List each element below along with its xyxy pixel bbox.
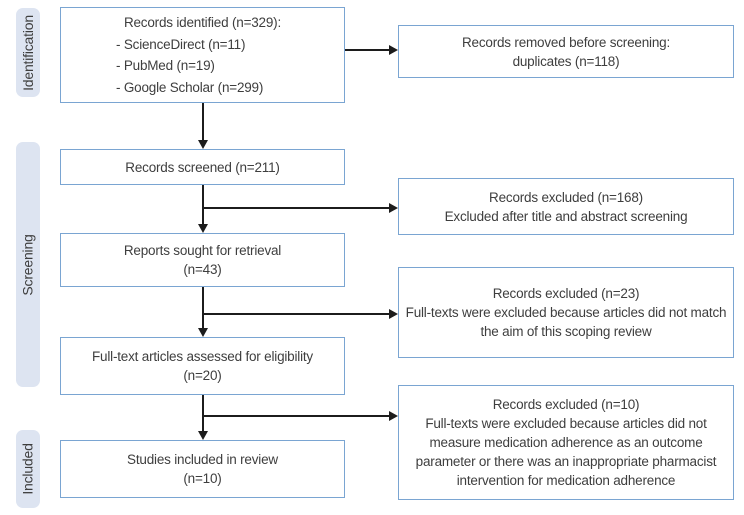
node-records-excluded-aim-count: Records excluded (n=23) bbox=[492, 286, 640, 301]
node-studies-included-text: Studies included in review bbox=[127, 452, 278, 467]
node-records-identified: Records identified (n=329): - ScienceDir… bbox=[60, 7, 345, 103]
node-records-excluded-screening-count: Records excluded (n=168) bbox=[489, 189, 643, 205]
stage-band-included: Included bbox=[16, 430, 40, 508]
node-records-excluded-aim-detail: Full-texts were excluded because article… bbox=[405, 305, 727, 339]
node-fulltext-assessed: Full-text articles assessed for eligibil… bbox=[60, 337, 345, 395]
node-records-removed-text: Records removed before screening: bbox=[461, 34, 670, 50]
node-records-removed: Records removed before screening: duplic… bbox=[398, 25, 734, 78]
arrowhead-into-excluded-screening bbox=[389, 203, 398, 213]
connector-screened-to-sought bbox=[202, 185, 204, 224]
node-records-excluded-outcome: Records excluded (n=10) Full-texts were … bbox=[398, 385, 734, 500]
node-studies-included-count: (n=10) bbox=[183, 471, 222, 486]
node-records-identified-title: Records identified (n=329): bbox=[123, 15, 282, 30]
connector-assessed-to-included bbox=[202, 395, 204, 431]
node-fulltext-assessed-text: Full-text articles assessed for eligibil… bbox=[92, 349, 313, 364]
arrowhead-into-removed bbox=[389, 45, 398, 55]
node-studies-included: Studies included in review (n=10) bbox=[60, 440, 345, 498]
arrowhead-into-excluded-outcome bbox=[389, 411, 398, 421]
connector-branch-to-excluded-outcome bbox=[202, 415, 389, 417]
connector-sought-to-assessed bbox=[202, 287, 204, 328]
arrowhead-into-sought bbox=[198, 224, 208, 233]
node-records-excluded-screening: Records excluded (n=168) Excluded after … bbox=[398, 178, 734, 235]
node-reports-sought-text: Reports sought for retrieval bbox=[123, 243, 282, 258]
node-records-excluded-aim: Records excluded (n=23) Full-texts were … bbox=[398, 267, 734, 358]
connector-identified-to-screened bbox=[202, 103, 204, 140]
arrowhead-into-assessed bbox=[198, 328, 208, 337]
stage-label-screening: Screening bbox=[20, 233, 36, 296]
node-records-excluded-outcome-count: Records excluded (n=10) bbox=[492, 397, 640, 412]
node-records-screened-text: Records screened (n=211) bbox=[125, 159, 280, 175]
arrowhead-into-screened bbox=[198, 140, 208, 149]
connector-branch-to-excluded-screening bbox=[202, 207, 389, 209]
node-reports-sought: Reports sought for retrieval (n=43) bbox=[60, 233, 345, 287]
node-records-identified-item-googlescholar: - Google Scholar (n=299) bbox=[116, 79, 264, 95]
node-fulltext-assessed-count: (n=20) bbox=[183, 368, 222, 383]
connector-branch-to-excluded-aim bbox=[202, 313, 389, 315]
stage-band-identification: Identification bbox=[16, 8, 40, 97]
node-records-removed-detail: duplicates (n=118) bbox=[512, 53, 620, 69]
stage-band-screening: Screening bbox=[16, 142, 40, 387]
stage-label-included: Included bbox=[20, 443, 36, 495]
arrowhead-into-included bbox=[198, 431, 208, 440]
node-records-identified-item-sciencedirect: - ScienceDirect (n=11) bbox=[116, 36, 246, 52]
connector-identified-to-removed bbox=[345, 49, 389, 51]
arrowhead-into-excluded-aim bbox=[389, 309, 398, 319]
node-records-identified-item-pubmed: - PubMed (n=19) bbox=[116, 58, 215, 73]
node-reports-sought-count: (n=43) bbox=[183, 262, 222, 277]
node-records-screened: Records screened (n=211) bbox=[60, 149, 345, 185]
stage-label-identification: Identification bbox=[20, 14, 36, 91]
node-records-excluded-screening-detail: Excluded after title and abstract screen… bbox=[444, 208, 688, 224]
node-records-excluded-outcome-detail: Full-texts were excluded because article… bbox=[415, 416, 717, 488]
